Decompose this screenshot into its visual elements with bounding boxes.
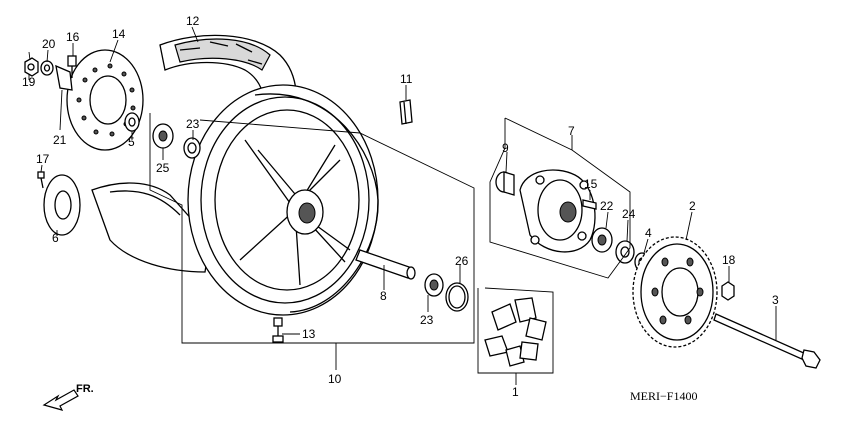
callout-labels: 12 14 16 20 19 21 5 23 25 17 6 11 8 23 2…: [22, 14, 779, 399]
rear-axle[interactable]: [713, 313, 821, 369]
hugger-fender: [91, 182, 211, 273]
bearing-right[interactable]: [424, 273, 444, 297]
callout-26: 26: [455, 254, 469, 268]
callout-15: 15: [584, 177, 598, 191]
driven-sprocket[interactable]: [632, 236, 718, 348]
callout-14: 14: [112, 27, 126, 41]
disc-bracket[interactable]: [55, 64, 73, 91]
stud-bolt[interactable]: [582, 199, 597, 210]
callout-12: 12: [186, 14, 200, 28]
diagram-code: MERI−F1400: [630, 389, 697, 403]
flange-bearing[interactable]: [591, 227, 613, 253]
front-direction-arrow: FR.: [42, 383, 94, 411]
washer[interactable]: [40, 60, 54, 76]
callout-8: 8: [380, 289, 387, 303]
screw[interactable]: [37, 171, 45, 189]
leader-lines: [28, 26, 777, 385]
cover[interactable]: [43, 174, 81, 236]
dust-seal[interactable]: [152, 123, 174, 149]
callout-17: 17: [36, 152, 50, 166]
callout-16: 16: [66, 30, 80, 44]
callout-18: 18: [722, 253, 736, 267]
callout-11: 11: [400, 72, 413, 86]
callout-20: 20: [42, 37, 56, 51]
callout-19: 19: [22, 75, 36, 89]
brake-disc[interactable]: [66, 49, 144, 151]
callout-10: 10: [328, 372, 342, 386]
wheel-rim[interactable]: [187, 84, 379, 316]
callout-25: 25: [156, 161, 170, 175]
callout-5: 5: [128, 135, 135, 149]
callout-23a: 23: [186, 117, 200, 131]
collar[interactable]: [124, 112, 140, 132]
flange-collar[interactable]: [495, 171, 515, 196]
wheel-damper[interactable]: [484, 297, 547, 367]
wheel-assembly-bracket: [149, 113, 475, 344]
callout-6: 6: [52, 231, 59, 245]
callout-1: 1: [512, 385, 519, 399]
nut[interactable]: [24, 57, 39, 77]
callout-3: 3: [772, 293, 779, 307]
callout-22: 22: [600, 199, 614, 213]
distance-collar[interactable]: [355, 249, 416, 280]
callout-13: 13: [302, 327, 316, 341]
sprocket-nut[interactable]: [721, 281, 735, 301]
direction-label: FR.: [76, 383, 94, 395]
bearing-left[interactable]: [183, 137, 201, 159]
o-ring[interactable]: [445, 282, 469, 312]
valve[interactable]: [272, 317, 284, 343]
balance-weight[interactable]: [399, 99, 413, 125]
callout-9: 9: [502, 141, 509, 155]
callout-23b: 23: [420, 313, 434, 327]
callout-24: 24: [622, 207, 636, 221]
disc-bolt[interactable]: [67, 55, 77, 78]
callout-21: 21: [53, 133, 67, 147]
driven-flange-bracket: [489, 117, 631, 279]
callout-2: 2: [689, 199, 696, 213]
callout-7: 7: [568, 124, 575, 138]
damper-bracket: [477, 287, 554, 374]
callout-4: 4: [645, 226, 652, 240]
flange-seal[interactable]: [615, 240, 635, 264]
